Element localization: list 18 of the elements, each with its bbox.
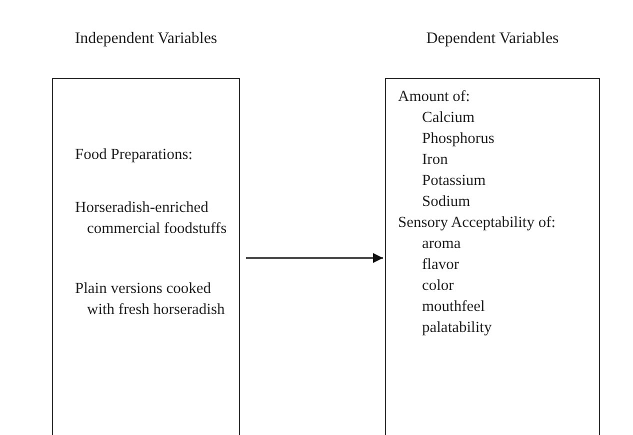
- list-item: aroma: [422, 234, 461, 254]
- list-item: Potassium: [422, 171, 486, 191]
- arrow: [246, 253, 383, 263]
- list-heading: Sensory Acceptability of:: [398, 213, 556, 233]
- list-item: color: [422, 276, 454, 296]
- list-item: mouthfeel: [422, 297, 485, 317]
- column-heading: Dependent Variables: [425, 30, 560, 48]
- list-item: Calcium: [422, 108, 475, 128]
- list-item: Iron: [422, 150, 448, 170]
- list-item: Phosphorus: [422, 129, 494, 149]
- list-item: Sodium: [422, 192, 470, 212]
- list-heading: Amount of:: [398, 87, 470, 107]
- list-item: palatability: [422, 318, 492, 338]
- list-heading: Food Preparations:: [75, 145, 194, 165]
- list-item: Horseradish-enriched commercial foodstuffs: [75, 198, 228, 238]
- list-item: flavor: [422, 255, 460, 275]
- list-item: Plain versions cooked with fresh horseradish: [75, 279, 226, 320]
- column-heading: Independent Variables: [74, 30, 218, 48]
